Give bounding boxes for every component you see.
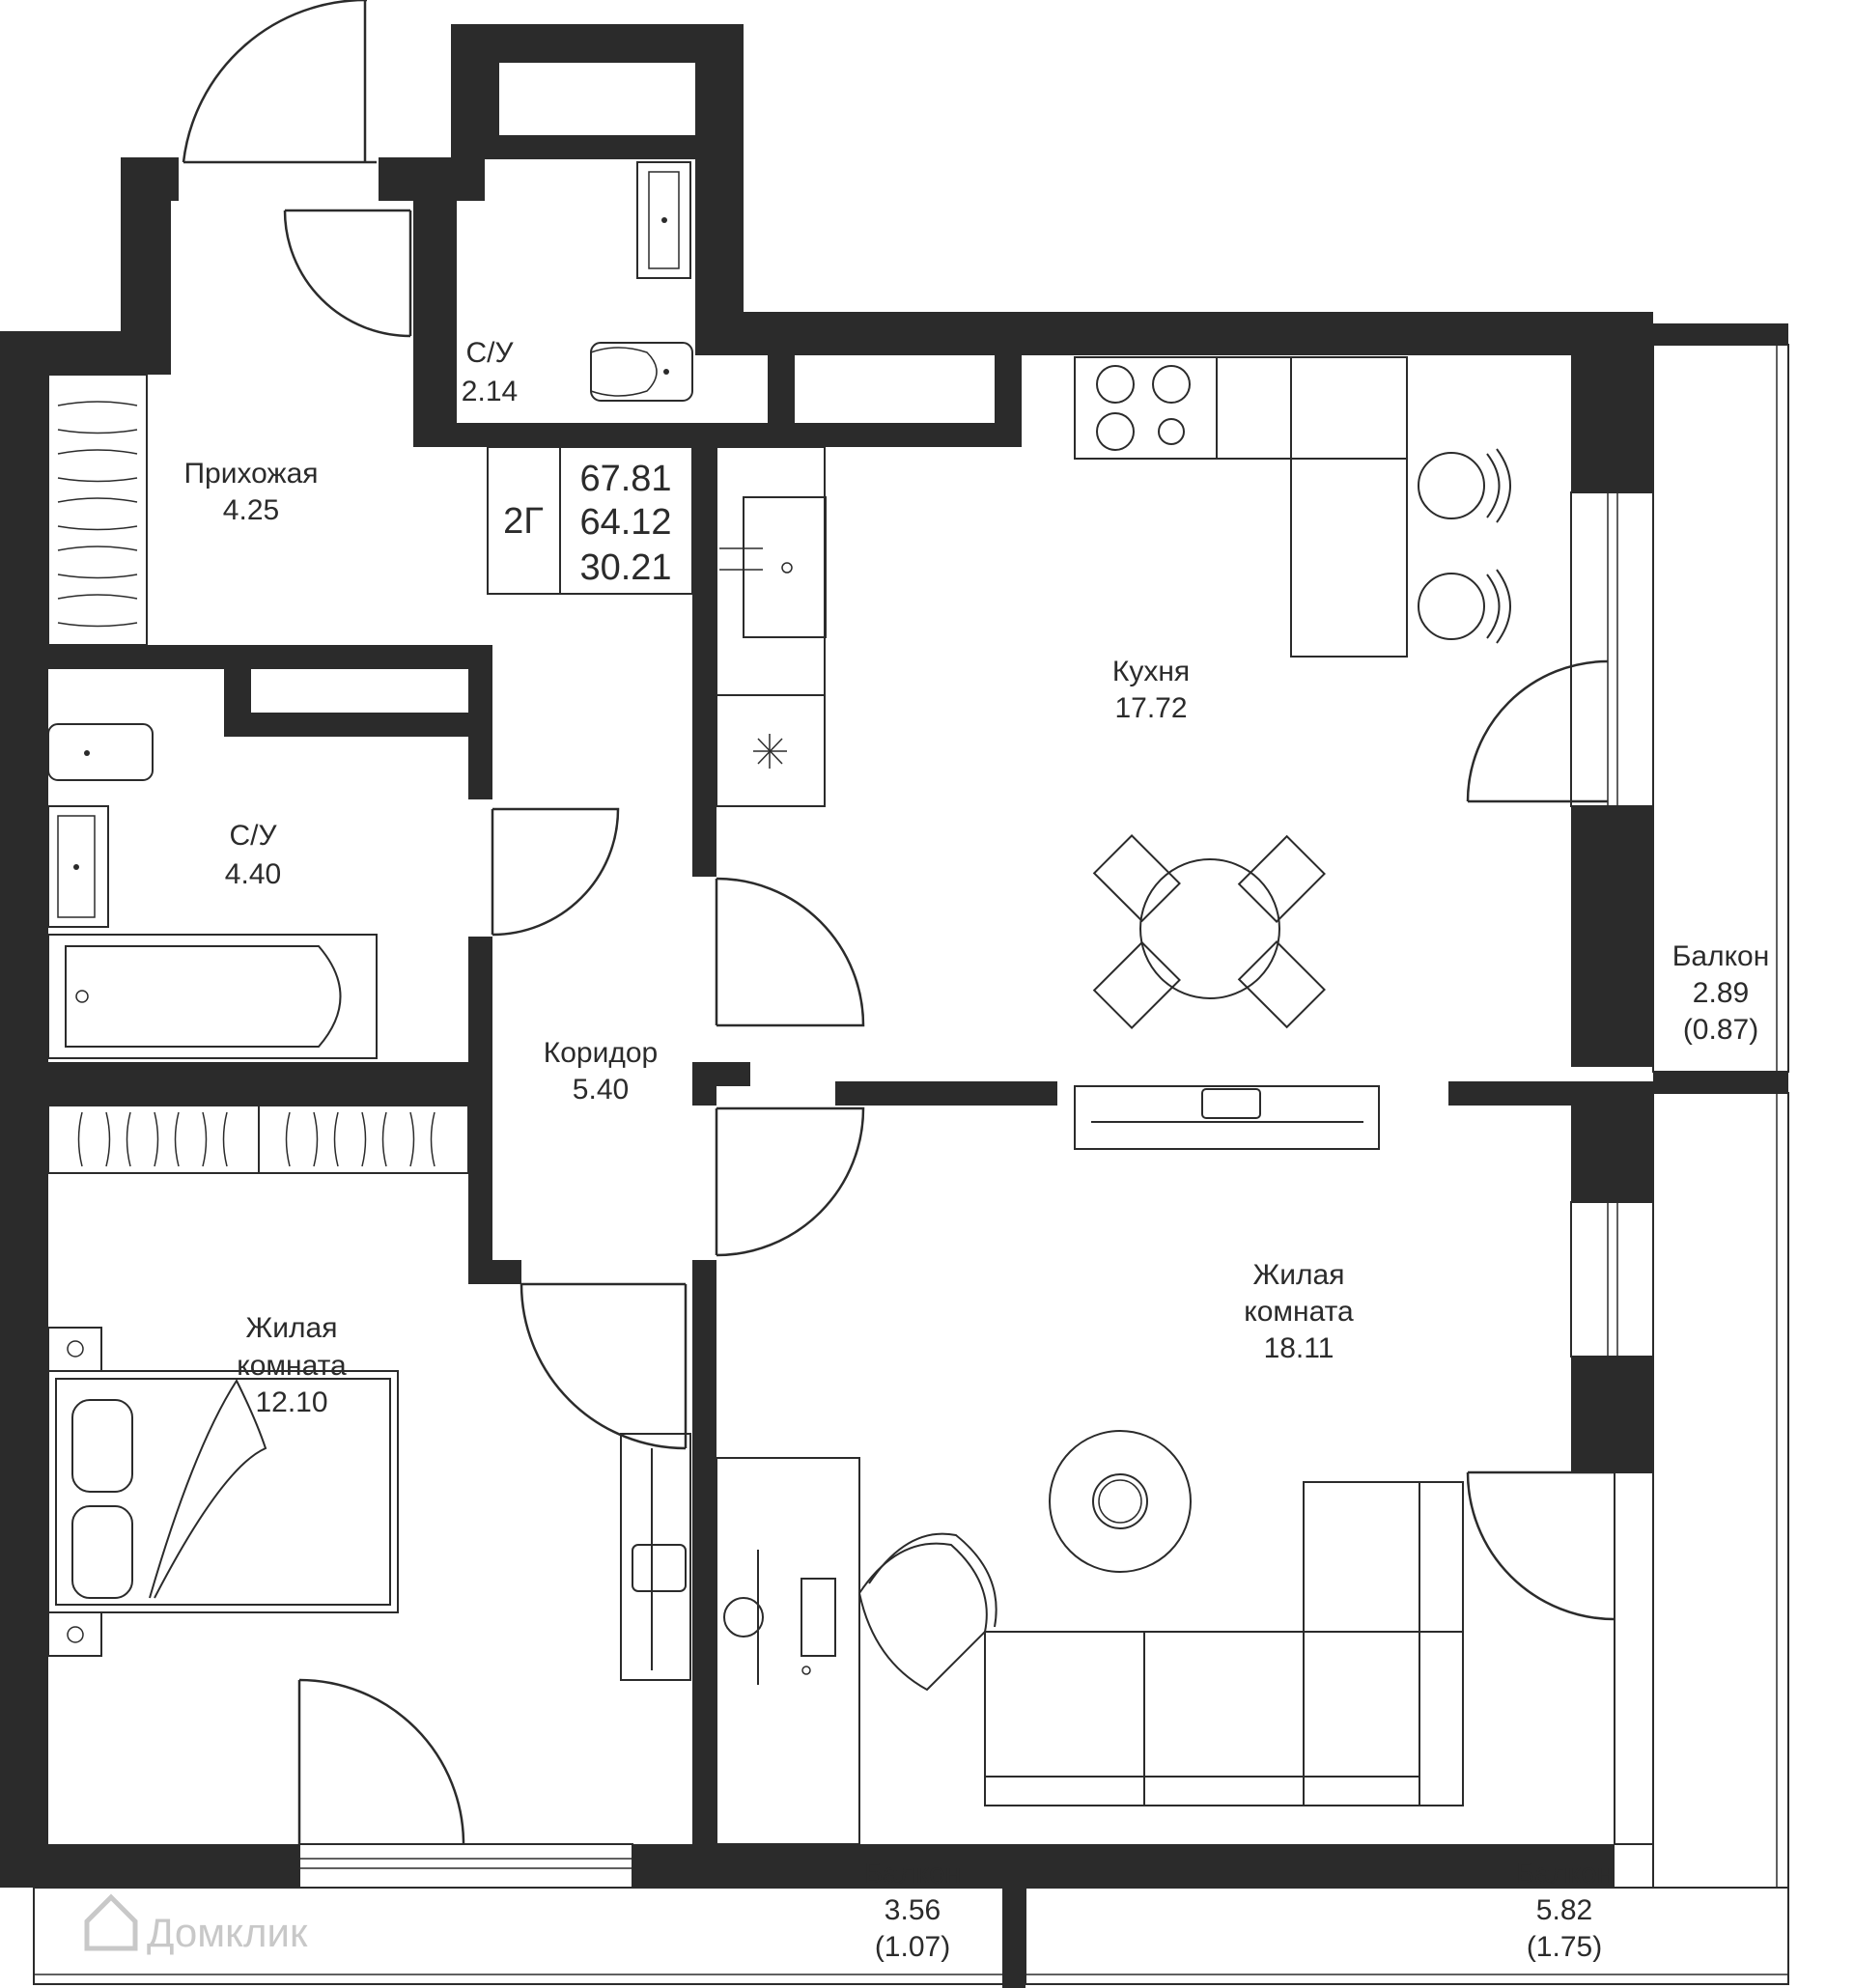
- balcony-right-area: 2.89: [1693, 977, 1749, 1009]
- balcony-bottom-left-name: Балкон: [864, 1858, 962, 1890]
- sink-icon: [636, 161, 691, 279]
- balcony-bottom-right-name: Балкон: [1516, 1858, 1614, 1890]
- bathroom-name: С/У: [229, 820, 277, 852]
- hallway-name: Прихожая: [183, 458, 318, 490]
- living-name-line2: комната: [1244, 1296, 1354, 1328]
- bathroom-area: 4.40: [225, 858, 281, 890]
- balcony-bottom-left-area-reduced: (1.07): [875, 1931, 950, 1963]
- stove-icon: [1096, 365, 1191, 451]
- snowflake-icon: [753, 734, 787, 769]
- balcony-right-name: Балкон: [1672, 940, 1770, 972]
- bed-icon: [47, 1327, 399, 1657]
- room-labels: С/У 2.14 Прихожая 4.25 С/У 4.40 Коридор …: [183, 337, 1769, 1963]
- corridor-name: Коридор: [544, 1037, 658, 1069]
- chair-icon: [857, 1532, 997, 1692]
- walls: [0, 24, 1788, 1988]
- living-area: 18.11: [1264, 1332, 1334, 1364]
- sink-icon: [719, 496, 827, 638]
- bedroom-name-line1: Жилая: [246, 1312, 338, 1344]
- sink-icon: [47, 805, 109, 928]
- toilet-icon: [590, 342, 693, 402]
- chair-icon: [1418, 448, 1511, 644]
- apartment-type: 2Г: [503, 501, 544, 542]
- bathtub-icon: [47, 934, 378, 1059]
- table-icon: [1092, 834, 1326, 1029]
- desk-icon: [716, 1457, 860, 1845]
- hallway-area: 4.25: [223, 494, 279, 526]
- kitchen-area: 17.72: [1114, 692, 1187, 724]
- tv-icon: [620, 1433, 691, 1681]
- living-name-line1: Жилая: [1253, 1259, 1345, 1291]
- balcony-bottom-right-area: 5.82: [1536, 1894, 1592, 1926]
- wc-small-area: 2.14: [462, 376, 518, 407]
- area-living-total: 64.12: [579, 502, 671, 543]
- tv-icon: [1074, 1085, 1380, 1150]
- kitchen-name: Кухня: [1112, 656, 1190, 687]
- windows: [298, 491, 1654, 1889]
- house-logo-icon: [84, 1893, 138, 1951]
- wardrobe-icon: [47, 1105, 469, 1174]
- watermark-text: Домклик: [147, 1910, 308, 1955]
- wc-small-name: С/У: [465, 337, 514, 369]
- area-living: 30.21: [579, 547, 671, 588]
- balcony-bottom-right-area-reduced: (1.75): [1527, 1931, 1602, 1963]
- toilet-icon: [47, 723, 154, 781]
- area-total: 67.81: [579, 459, 671, 499]
- sofa-icon: [984, 1481, 1464, 1806]
- bedroom-area: 12.10: [255, 1386, 327, 1418]
- balconies: [33, 344, 1789, 1985]
- apartment-info-box: 2Г 67.81 64.12 30.21: [487, 446, 693, 595]
- bedroom-name-line2: комната: [237, 1350, 347, 1382]
- door-swing-icon: [182, 0, 1615, 1845]
- watermark: Домклик: [84, 1893, 308, 1955]
- balcony-bottom-left-area: 3.56: [885, 1894, 941, 1926]
- corridor-area: 5.40: [573, 1074, 629, 1106]
- rug-icon: [1049, 1430, 1192, 1573]
- balcony-right-area-reduced: (0.87): [1683, 1014, 1758, 1046]
- wardrobe-icon: [47, 374, 148, 646]
